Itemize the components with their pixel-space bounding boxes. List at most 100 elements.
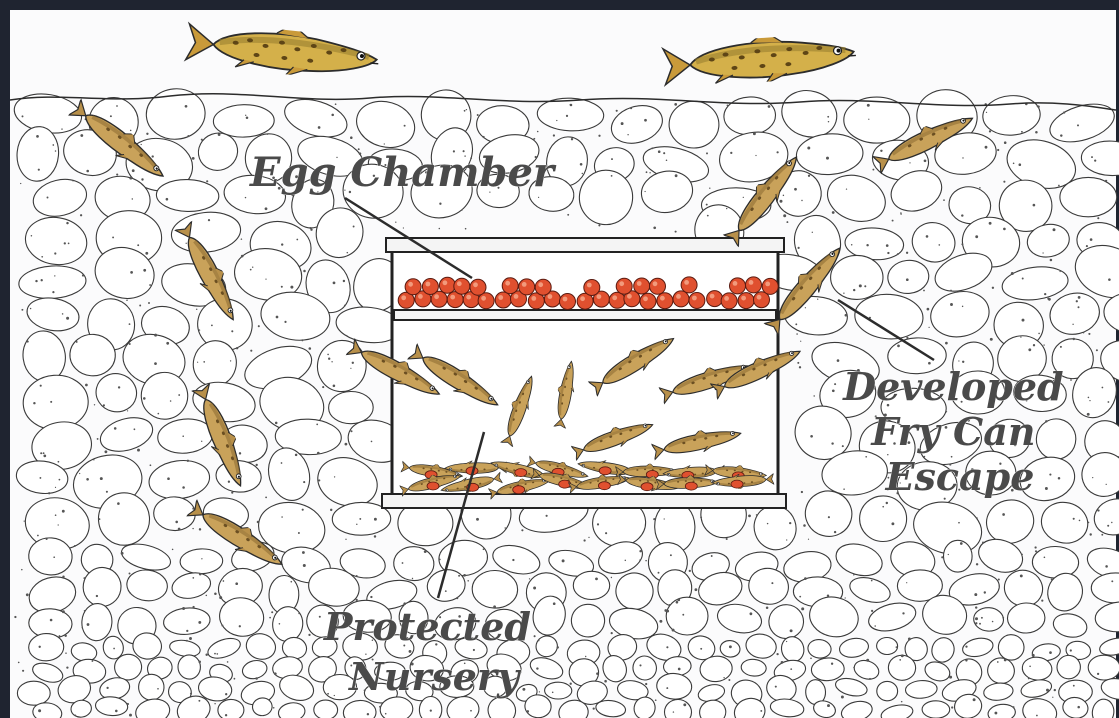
sand-speck bbox=[813, 395, 814, 396]
sand-speck bbox=[670, 554, 672, 556]
sand-speck bbox=[611, 158, 613, 160]
sand-speck bbox=[627, 134, 628, 135]
sand-speck bbox=[658, 150, 661, 153]
sand-speck bbox=[1033, 344, 1035, 346]
sand-speck bbox=[729, 645, 732, 648]
sand-speck bbox=[167, 477, 170, 480]
sand-speck bbox=[113, 648, 115, 650]
sand-speck bbox=[359, 518, 361, 520]
sand-speck bbox=[941, 556, 943, 558]
sand-speck bbox=[14, 616, 16, 618]
sand-speck bbox=[98, 518, 100, 520]
sand-speck bbox=[997, 149, 999, 151]
egg-icon bbox=[640, 293, 656, 309]
sand-speck bbox=[664, 518, 665, 519]
sand-speck bbox=[783, 214, 786, 217]
sand-speck bbox=[374, 518, 377, 521]
egg-icon bbox=[762, 278, 778, 294]
yolk-sac bbox=[427, 482, 439, 490]
sand-speck bbox=[121, 552, 124, 555]
sand-speck bbox=[845, 314, 848, 317]
sand-speck bbox=[1038, 333, 1040, 335]
sand-speck bbox=[214, 703, 215, 704]
sand-speck bbox=[1053, 228, 1056, 231]
sand-speck bbox=[130, 271, 133, 274]
sand-speck bbox=[39, 477, 41, 479]
sand-speck bbox=[597, 523, 599, 525]
sand-speck bbox=[621, 122, 624, 125]
sand-speck bbox=[927, 308, 930, 311]
sand-speck bbox=[132, 169, 135, 172]
sand-speck bbox=[86, 478, 89, 481]
sand-speck bbox=[989, 130, 991, 132]
sand-speck bbox=[189, 637, 192, 640]
sand-speck bbox=[402, 562, 404, 564]
sand-speck bbox=[216, 653, 218, 655]
sand-speck bbox=[104, 450, 107, 453]
gravel-stone-icon bbox=[17, 681, 50, 705]
sand-speck bbox=[172, 549, 174, 551]
sand-speck bbox=[583, 539, 585, 541]
sand-speck bbox=[201, 139, 203, 141]
sand-speck bbox=[62, 510, 65, 513]
sand-speck bbox=[395, 222, 396, 223]
sand-speck bbox=[203, 361, 205, 363]
sand-speck bbox=[585, 656, 586, 657]
sand-speck bbox=[595, 578, 598, 581]
sand-speck bbox=[59, 479, 61, 481]
sand-speck bbox=[975, 617, 978, 620]
sand-speck bbox=[134, 428, 136, 430]
sand-speck bbox=[76, 341, 78, 343]
sand-speck bbox=[409, 650, 412, 653]
sand-speck bbox=[536, 667, 538, 669]
sand-speck bbox=[198, 661, 201, 664]
sand-speck bbox=[945, 342, 948, 345]
sand-speck bbox=[100, 477, 103, 480]
yolk-sac bbox=[598, 482, 610, 490]
sand-speck bbox=[66, 317, 69, 320]
sand-speck bbox=[943, 199, 945, 201]
sand-speck bbox=[1021, 554, 1023, 556]
sand-speck bbox=[66, 666, 68, 668]
sand-speck bbox=[127, 703, 129, 705]
sand-speck bbox=[808, 175, 810, 177]
sand-speck bbox=[901, 701, 903, 703]
sand-speck bbox=[790, 668, 792, 670]
sand-speck bbox=[897, 253, 899, 255]
sand-speck bbox=[464, 110, 466, 112]
sand-speck bbox=[706, 204, 708, 206]
sand-speck bbox=[869, 678, 871, 680]
sand-speck bbox=[994, 712, 997, 715]
sand-speck bbox=[64, 635, 66, 637]
sand-speck bbox=[1014, 710, 1015, 711]
sand-speck bbox=[241, 238, 243, 240]
egg-icon bbox=[535, 279, 551, 295]
sand-speck bbox=[130, 130, 132, 132]
sand-speck bbox=[201, 441, 202, 442]
sand-speck bbox=[129, 323, 131, 325]
sand-speck bbox=[962, 361, 964, 363]
gravel-stone-icon bbox=[314, 700, 338, 718]
sand-speck bbox=[154, 362, 157, 365]
sand-speck bbox=[1078, 296, 1081, 299]
sand-speck bbox=[923, 290, 925, 292]
sand-speck bbox=[851, 244, 853, 246]
developed-fry-line-3: Escape bbox=[885, 454, 1035, 499]
sand-speck bbox=[797, 362, 799, 364]
sand-speck bbox=[35, 280, 37, 282]
sand-speck bbox=[571, 138, 573, 140]
developed-fry-line-2: Fry Can bbox=[870, 409, 1035, 454]
sand-speck bbox=[250, 350, 252, 352]
sand-speck bbox=[799, 366, 801, 368]
sand-speck bbox=[103, 404, 105, 406]
sand-speck bbox=[938, 244, 940, 246]
sand-speck bbox=[80, 134, 83, 137]
sand-speck bbox=[539, 691, 540, 692]
sand-speck bbox=[41, 279, 43, 281]
sand-speck bbox=[950, 303, 953, 306]
sand-speck bbox=[748, 515, 751, 518]
sand-speck bbox=[302, 551, 305, 554]
sand-speck bbox=[379, 706, 381, 708]
sand-speck bbox=[786, 221, 788, 223]
